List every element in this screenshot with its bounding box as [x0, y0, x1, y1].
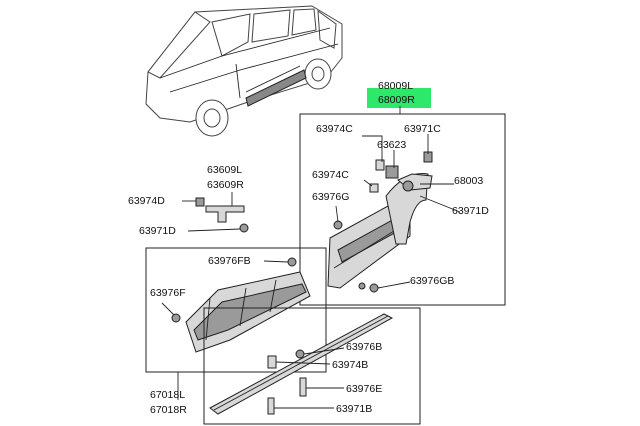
label-63976fb: 63976FB — [208, 255, 251, 267]
label-63974c-mid: 63974C — [312, 169, 349, 181]
bracket-illustration — [182, 192, 249, 233]
front-moulding-illustration — [327, 172, 433, 289]
label-67018l: 67018L — [150, 389, 185, 401]
selected-part-highlight — [367, 88, 431, 108]
rocker-moulding-illustration — [209, 313, 394, 415]
label-63623: 63623 — [377, 139, 406, 151]
middle-moulding-illustration — [161, 257, 311, 353]
label-63976f: 63976F — [150, 287, 186, 299]
label-63971d-left: 63971D — [139, 225, 176, 237]
label-63974b: 63974B — [332, 359, 368, 371]
label-63976gb: 63976GB — [410, 275, 454, 287]
label-63971c: 63971C — [404, 123, 441, 135]
right-leader-lines — [335, 134, 461, 289]
label-68003: 68003 — [454, 175, 483, 187]
label-63976g: 63976G — [312, 191, 349, 203]
label-63609l: 63609L — [207, 164, 242, 176]
part-labels: 68009L 68009R 63974C 63971C 63623 63974C… — [128, 80, 489, 416]
label-63609r: 63609R — [207, 179, 244, 191]
vehicle-illustration — [145, 5, 343, 137]
label-63976e: 63976E — [346, 383, 382, 395]
label-63974d: 63974D — [128, 195, 165, 207]
rocker-assembly-frame — [203, 307, 421, 425]
label-68009l: 68009L — [378, 80, 413, 92]
right-clips — [333, 151, 433, 293]
front-assembly-frame — [299, 113, 506, 306]
label-68009r: 68009R — [378, 94, 415, 106]
middle-assembly-frame — [145, 247, 327, 373]
label-63971b: 63971B — [336, 403, 372, 415]
label-63971d-right: 63971D — [452, 205, 489, 217]
label-63976b: 63976B — [346, 341, 382, 353]
label-67018r: 67018R — [150, 404, 187, 416]
label-63974c-top: 63974C — [316, 123, 353, 135]
